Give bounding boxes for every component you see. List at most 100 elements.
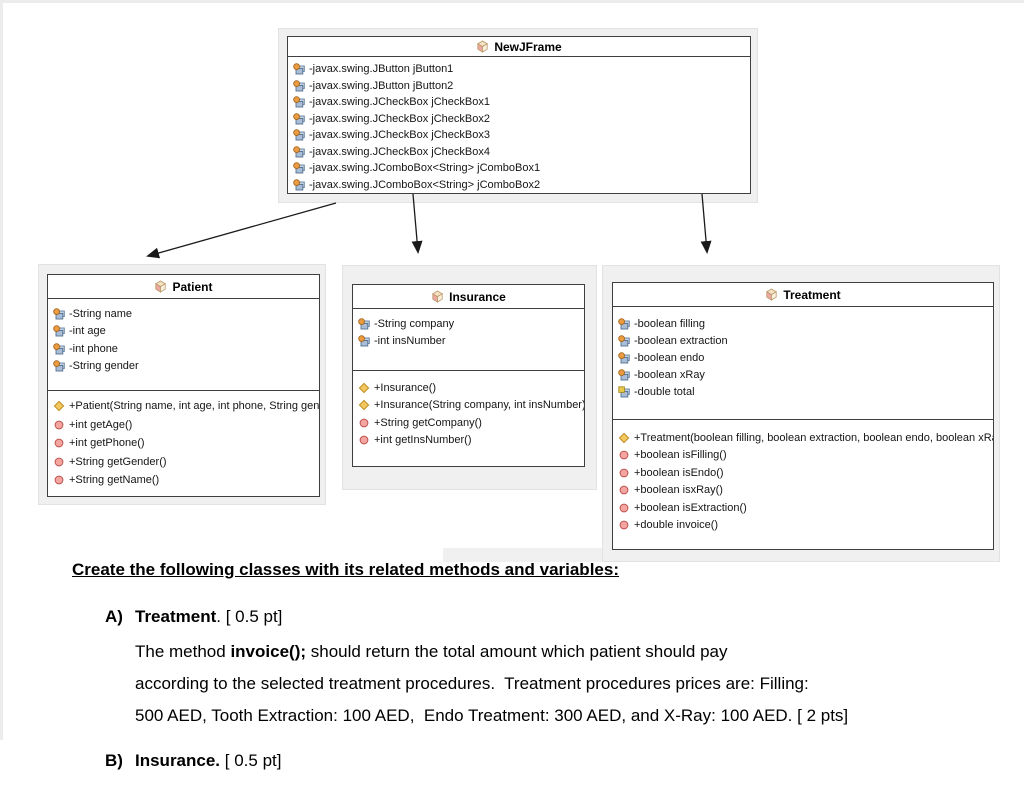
uml-class-insurance: Insurance -String company-int insNumber …: [352, 284, 585, 467]
uml-constructor-row: +Insurance(String company, int insNumber…: [358, 397, 584, 415]
constructor-icon: [53, 400, 65, 412]
uml-member-text: -javax.swing.JButton jButton2: [309, 79, 454, 92]
uml-field-row: -int insNumber: [358, 333, 584, 351]
class-icon: [154, 280, 167, 293]
uml-member-text: +Insurance(): [374, 381, 437, 394]
field-icon: [293, 146, 305, 158]
static-field-icon: [618, 386, 630, 398]
uml-class-name: Patient: [172, 279, 213, 294]
uml-method-row: +boolean isxRay(): [618, 482, 993, 500]
uml-field-row: -javax.swing.JCheckBox jCheckBox3: [293, 127, 750, 144]
constructor-icon: [358, 382, 370, 394]
uml-fields-section: -boolean filling -boolean extraction -bool…: [613, 307, 993, 419]
page-left-edge: [0, 0, 3, 740]
field-icon: [293, 179, 305, 191]
uml-constructor-row: +Patient(String name, int age, int phone…: [53, 397, 319, 416]
item-label: A): [105, 607, 123, 626]
uml-member-text: +Insurance(String company, int insNumber…: [374, 399, 584, 412]
uml-fields-section: -String name-int age-int phone-String ge…: [48, 299, 319, 390]
uml-class-name: Treatment: [783, 287, 841, 302]
field-icon: [618, 369, 630, 381]
constructor-icon: [358, 399, 370, 411]
uml-method-row: +int getPhone(): [53, 434, 319, 453]
uml-member-text: +Treatment(boolean filling, boolean extr…: [634, 431, 993, 444]
assignment-body-line: The method invoice(); should return the …: [135, 642, 728, 661]
method-icon: [358, 417, 370, 429]
uml-member-text: -javax.swing.JComboBox<String> jComboBox…: [309, 162, 541, 175]
uml-method-row: +String getName(): [53, 471, 319, 490]
assignment-body-a: The method invoice(); should return the …: [135, 636, 848, 732]
assignment-heading: Create the following classes with its re…: [72, 560, 619, 579]
uml-method-row: +String getGender(): [53, 453, 319, 472]
field-icon: [53, 360, 65, 372]
uml-field-row: -boolean endo: [618, 349, 993, 366]
method-icon: [618, 484, 630, 496]
uml-member-text: -javax.swing.JCheckBox jCheckBox2: [309, 112, 490, 125]
diagram-background-strip: [443, 548, 603, 562]
item-title: Insurance. [ 0.5 pt]: [135, 751, 282, 770]
field-icon: [293, 80, 305, 92]
uml-class-title: Insurance: [353, 285, 584, 309]
assignment-item-a: A) Treatment. [ 0.5 pt]: [105, 607, 282, 627]
field-icon: [293, 162, 305, 174]
field-icon: [618, 318, 630, 330]
constructor-icon: [618, 432, 630, 444]
uml-member-text: -int insNumber: [374, 335, 446, 348]
uml-class-title: Patient: [48, 275, 319, 299]
uml-member-text: -int age: [69, 325, 106, 338]
uml-method-row: +int getAge(): [53, 416, 319, 435]
uml-member-text: -javax.swing.JCheckBox jCheckBox4: [309, 145, 490, 158]
assignment-body-line: according to the selected treatment proc…: [135, 674, 809, 693]
uml-field-row: -javax.swing.JCheckBox jCheckBox2: [293, 111, 750, 128]
uml-panel-newjframe: NewJFrame -javax.swing.JButton jButton1-…: [278, 28, 758, 203]
uml-method-row: +boolean isFilling(): [618, 447, 993, 465]
uml-method-row: +String getCompany(): [358, 414, 584, 432]
uml-field-row: -String company: [358, 315, 584, 333]
uml-member-text: -boolean endo: [634, 351, 705, 364]
field-icon: [293, 129, 305, 141]
uml-member-text: +int getPhone(): [69, 437, 145, 450]
uml-member-text: +Patient(String name, int age, int phone…: [69, 400, 319, 413]
page-top-edge: [0, 0, 1024, 3]
method-icon: [618, 467, 630, 479]
uml-fields-section: -String company -int insNumber: [353, 309, 584, 370]
uml-methods-section: +Insurance() +Insurance(String company, i…: [353, 370, 584, 467]
method-icon: [618, 502, 630, 514]
uml-class-name: Insurance: [449, 289, 506, 304]
uml-field-row: -boolean xRay: [618, 366, 993, 383]
uml-member-text: -double total: [634, 385, 695, 398]
uml-class-treatment: Treatment -boolean filling -boolean extra…: [612, 282, 994, 550]
uml-member-text: +String getCompany(): [374, 416, 482, 429]
field-icon: [358, 318, 370, 330]
uml-panel-treatment: Treatment -boolean filling -boolean extra…: [602, 265, 1000, 562]
uml-class-patient: Patient -String name-int age-int phone-S…: [47, 274, 320, 497]
uml-member-text: -int phone: [69, 342, 118, 355]
uml-member-text: +double invoice(): [634, 519, 719, 532]
uml-field-row: -boolean filling: [618, 315, 993, 332]
uml-fields-section: -javax.swing.JButton jButton1-javax.swin…: [288, 57, 750, 193]
uml-member-text: -boolean filling: [634, 317, 705, 330]
uml-field-row: -javax.swing.JCheckBox jCheckBox4: [293, 144, 750, 161]
uml-member-text: -String gender: [69, 360, 139, 373]
method-icon: [53, 437, 65, 449]
field-icon: [618, 335, 630, 347]
uml-constructor-row: +Insurance(): [358, 379, 584, 397]
uml-panel-insurance: Insurance -String company-int insNumber …: [342, 265, 597, 490]
uml-methods-section: +Treatment(boolean filling, boolean extr…: [613, 419, 993, 550]
uml-class-title: Treatment: [613, 283, 993, 307]
assignment-body-line: 500 AED, Tooth Extraction: 100 AED, Endo…: [135, 706, 849, 725]
uml-member-text: +boolean isxRay(): [634, 484, 723, 497]
uml-member-text: +String getName(): [69, 474, 160, 487]
uml-field-row: -boolean extraction: [618, 332, 993, 349]
uml-member-text: +int getInsNumber(): [374, 434, 472, 447]
uml-field-row: -javax.swing.JButton jButton1: [293, 61, 750, 78]
class-icon: [765, 288, 778, 301]
item-label: B): [105, 751, 123, 770]
uml-field-row: -int age: [53, 323, 319, 341]
field-icon: [53, 343, 65, 355]
uml-member-text: -String company: [374, 317, 455, 330]
field-icon: [293, 63, 305, 75]
uml-field-row: -javax.swing.JComboBox<String> jComboBox…: [293, 160, 750, 177]
uml-field-row: -javax.swing.JButton jButton2: [293, 78, 750, 95]
field-icon: [293, 96, 305, 108]
